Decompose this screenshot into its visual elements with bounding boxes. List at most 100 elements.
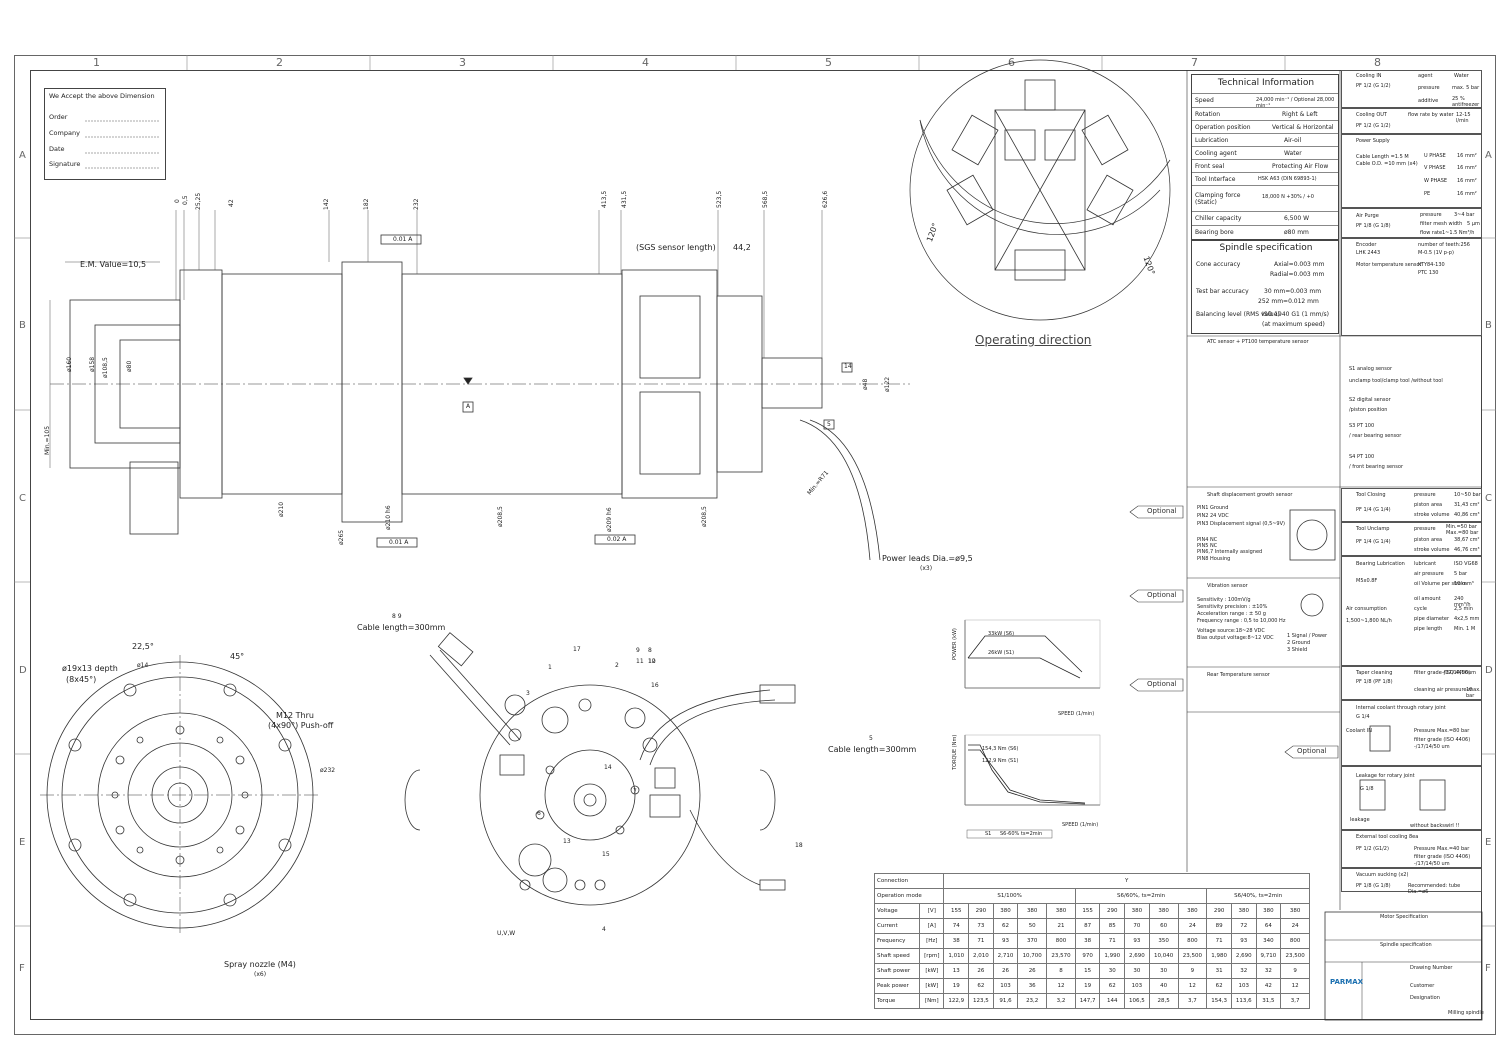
p12-v3: 10 mm³	[1454, 581, 1474, 587]
callout-10: 10	[648, 658, 656, 665]
conn-cell: 40	[1148, 978, 1179, 994]
conn-cell: 31,5	[1255, 993, 1282, 1009]
dim-4315: 431,5	[621, 190, 628, 208]
p1-k1: agent	[1418, 73, 1433, 79]
conn-cell: 26	[1017, 963, 1048, 979]
conn-cell: 380	[1017, 903, 1048, 919]
conn-cell: 2,010	[968, 948, 994, 964]
p2-title: Cooling OUT	[1356, 112, 1387, 118]
signature-label: Signature	[49, 160, 81, 168]
hole-19x13: ø19x13 depth	[62, 664, 118, 673]
conn-cell: 10,040	[1148, 948, 1179, 964]
p6-s4: S4 PT 100	[1349, 454, 1375, 460]
panel-taper-cleaning: Taper cleaning PF 1/8 (PF 1/8) filter gr…	[1341, 666, 1482, 700]
conn-cell: 3,7	[1280, 993, 1310, 1009]
conn-cell: 800	[1046, 933, 1076, 949]
order-label: Order	[49, 113, 68, 121]
spray-nozzle-qty: (x6)	[254, 971, 267, 978]
tech-v-7: 18,000 N +30% / +0	[1262, 194, 1314, 200]
conn-cell: 21	[1046, 918, 1076, 934]
torque-s6-label: 154,3 Nm (S6)	[982, 746, 1019, 752]
panel-vacuum: Vacuum sucking (x2) PF 1/8 (G 1/8) Recom…	[1341, 868, 1482, 895]
spec-v2-1: 252 mm=0.012 mm	[1258, 298, 1319, 305]
conn-cell: 73	[968, 918, 994, 934]
p11-k3: stroke volume	[1414, 547, 1450, 553]
dim-6266: 626,6	[822, 190, 829, 208]
callout-2: 2	[615, 662, 619, 669]
p3-w-v: 16 mm²	[1457, 178, 1477, 184]
conn-cell: 106,5	[1124, 993, 1150, 1009]
tech-v-2: Vertical & Horizontal	[1272, 124, 1334, 131]
panel-atc-sensor: ATC sensor + PT100 temperature sensor S1…	[1189, 336, 1482, 486]
callout-3: 3	[526, 690, 530, 697]
p10-title: Tool Closing	[1356, 492, 1386, 498]
conn-cell: 103	[1230, 978, 1257, 994]
callout-14-side: 14	[844, 363, 852, 370]
conn-row-unit: [rpm]	[919, 948, 945, 964]
p5-title: Encoder	[1356, 242, 1377, 248]
conn-cell: 62	[968, 978, 994, 994]
conn-cell: 155	[1074, 903, 1101, 919]
p6-s2: S2 digital sensor	[1349, 397, 1391, 403]
optional-label-3: Optional	[1147, 680, 1177, 688]
grid-row-b-r: B	[1485, 320, 1492, 331]
tech-k-2: Operation position	[1195, 124, 1251, 131]
callout-17: 17	[573, 646, 581, 653]
conn-cell: 26	[992, 963, 1019, 979]
p11-k1: pressure	[1414, 526, 1436, 532]
p12-k7: pipe length	[1414, 626, 1443, 632]
conn-cell: 28,5	[1148, 993, 1179, 1009]
dim-d209h6: ø209 h6	[606, 507, 613, 532]
tech-v-5: Protecting Air Flow	[1272, 163, 1329, 170]
conn-cell: 122,9	[943, 993, 970, 1009]
spec-k-1: Test bar accuracy	[1196, 288, 1249, 295]
p4-k3: flow rate	[1420, 230, 1443, 236]
tech-k-5: Front seal	[1195, 163, 1225, 170]
conn-cell: 380	[1230, 903, 1257, 919]
p8-pin3: 3 Shield	[1287, 647, 1308, 653]
dim-142: 142	[323, 198, 330, 210]
panel-internal-coolant: Internal coolant through rotary joint G …	[1341, 700, 1482, 766]
panel-bearing-lubrication: Bearing Lubrication M5x0.8F lubricant IS…	[1341, 556, 1482, 666]
panel-air-purge: Air Purge PF 1/8 (G 1/8) pressure 3~4 ba…	[1341, 208, 1482, 238]
conn-cell: 9,710	[1255, 948, 1282, 964]
p6-s1-desc: unclamp tool/clamp tool /without tool	[1349, 378, 1443, 384]
p10-v2: 31,43 cm²	[1454, 502, 1480, 508]
dim-d122: ø122	[884, 376, 891, 392]
hole-d14: ø14	[137, 662, 149, 669]
tolerance-3: 0.02 A	[607, 536, 627, 543]
conn-cell: 144	[1099, 993, 1126, 1009]
p15-no-backswirl: without backswirl !!	[1410, 823, 1460, 829]
sgs-sensor-label: (SGS sensor length)	[636, 243, 716, 252]
spec-v2-0: Radial=0.003 mm	[1270, 271, 1325, 278]
p1-v3: 25 % antifreezer	[1452, 96, 1480, 108]
conn-cell: 10,700	[1017, 948, 1048, 964]
p14-port: G 1/4	[1356, 714, 1370, 720]
conn-cell: 13	[943, 963, 970, 979]
dim-d210: ø210	[278, 501, 285, 517]
conn-cell: 71	[968, 933, 994, 949]
conn-cell: 1,980	[1206, 948, 1232, 964]
dim-0: 0	[174, 199, 181, 203]
p12-k5: cycle	[1414, 606, 1427, 612]
conn-cell: 12	[1177, 978, 1208, 994]
p6-s3: S3 PT 100	[1349, 423, 1375, 429]
p7-pin2: PIN2 24 VDC	[1197, 513, 1229, 519]
power-leads-qty: (x3)	[920, 565, 933, 572]
power-s1-label: 26kW (S1)	[988, 650, 1015, 656]
power-chart-ylabel: POWER (kW)	[952, 628, 958, 660]
conn-cell: 800	[1177, 933, 1208, 949]
p14-title: Internal coolant through rotary joint	[1356, 705, 1446, 711]
p12-k1: lubricant	[1414, 561, 1437, 567]
conn-cell: 9	[1177, 963, 1208, 979]
grid-col-6: 6	[1008, 56, 1015, 69]
p16-grade: -/17/14/50 um	[1414, 861, 1450, 867]
p13-k1: filter grade (ISO 4406)	[1414, 670, 1471, 676]
dim-d2085-b: ø208,5	[701, 506, 708, 527]
conn-mode-s6-40: S6/40%, ts=2min	[1206, 888, 1310, 904]
p8-pin2: 2 Ground	[1287, 640, 1311, 646]
callout-16: 16	[651, 682, 659, 689]
conn-cell: 30	[1124, 963, 1150, 979]
torque-legend-s6: S6-60% ts=2min	[1000, 831, 1043, 837]
torque-s1-label: 122,9 Nm (S1)	[982, 758, 1019, 764]
